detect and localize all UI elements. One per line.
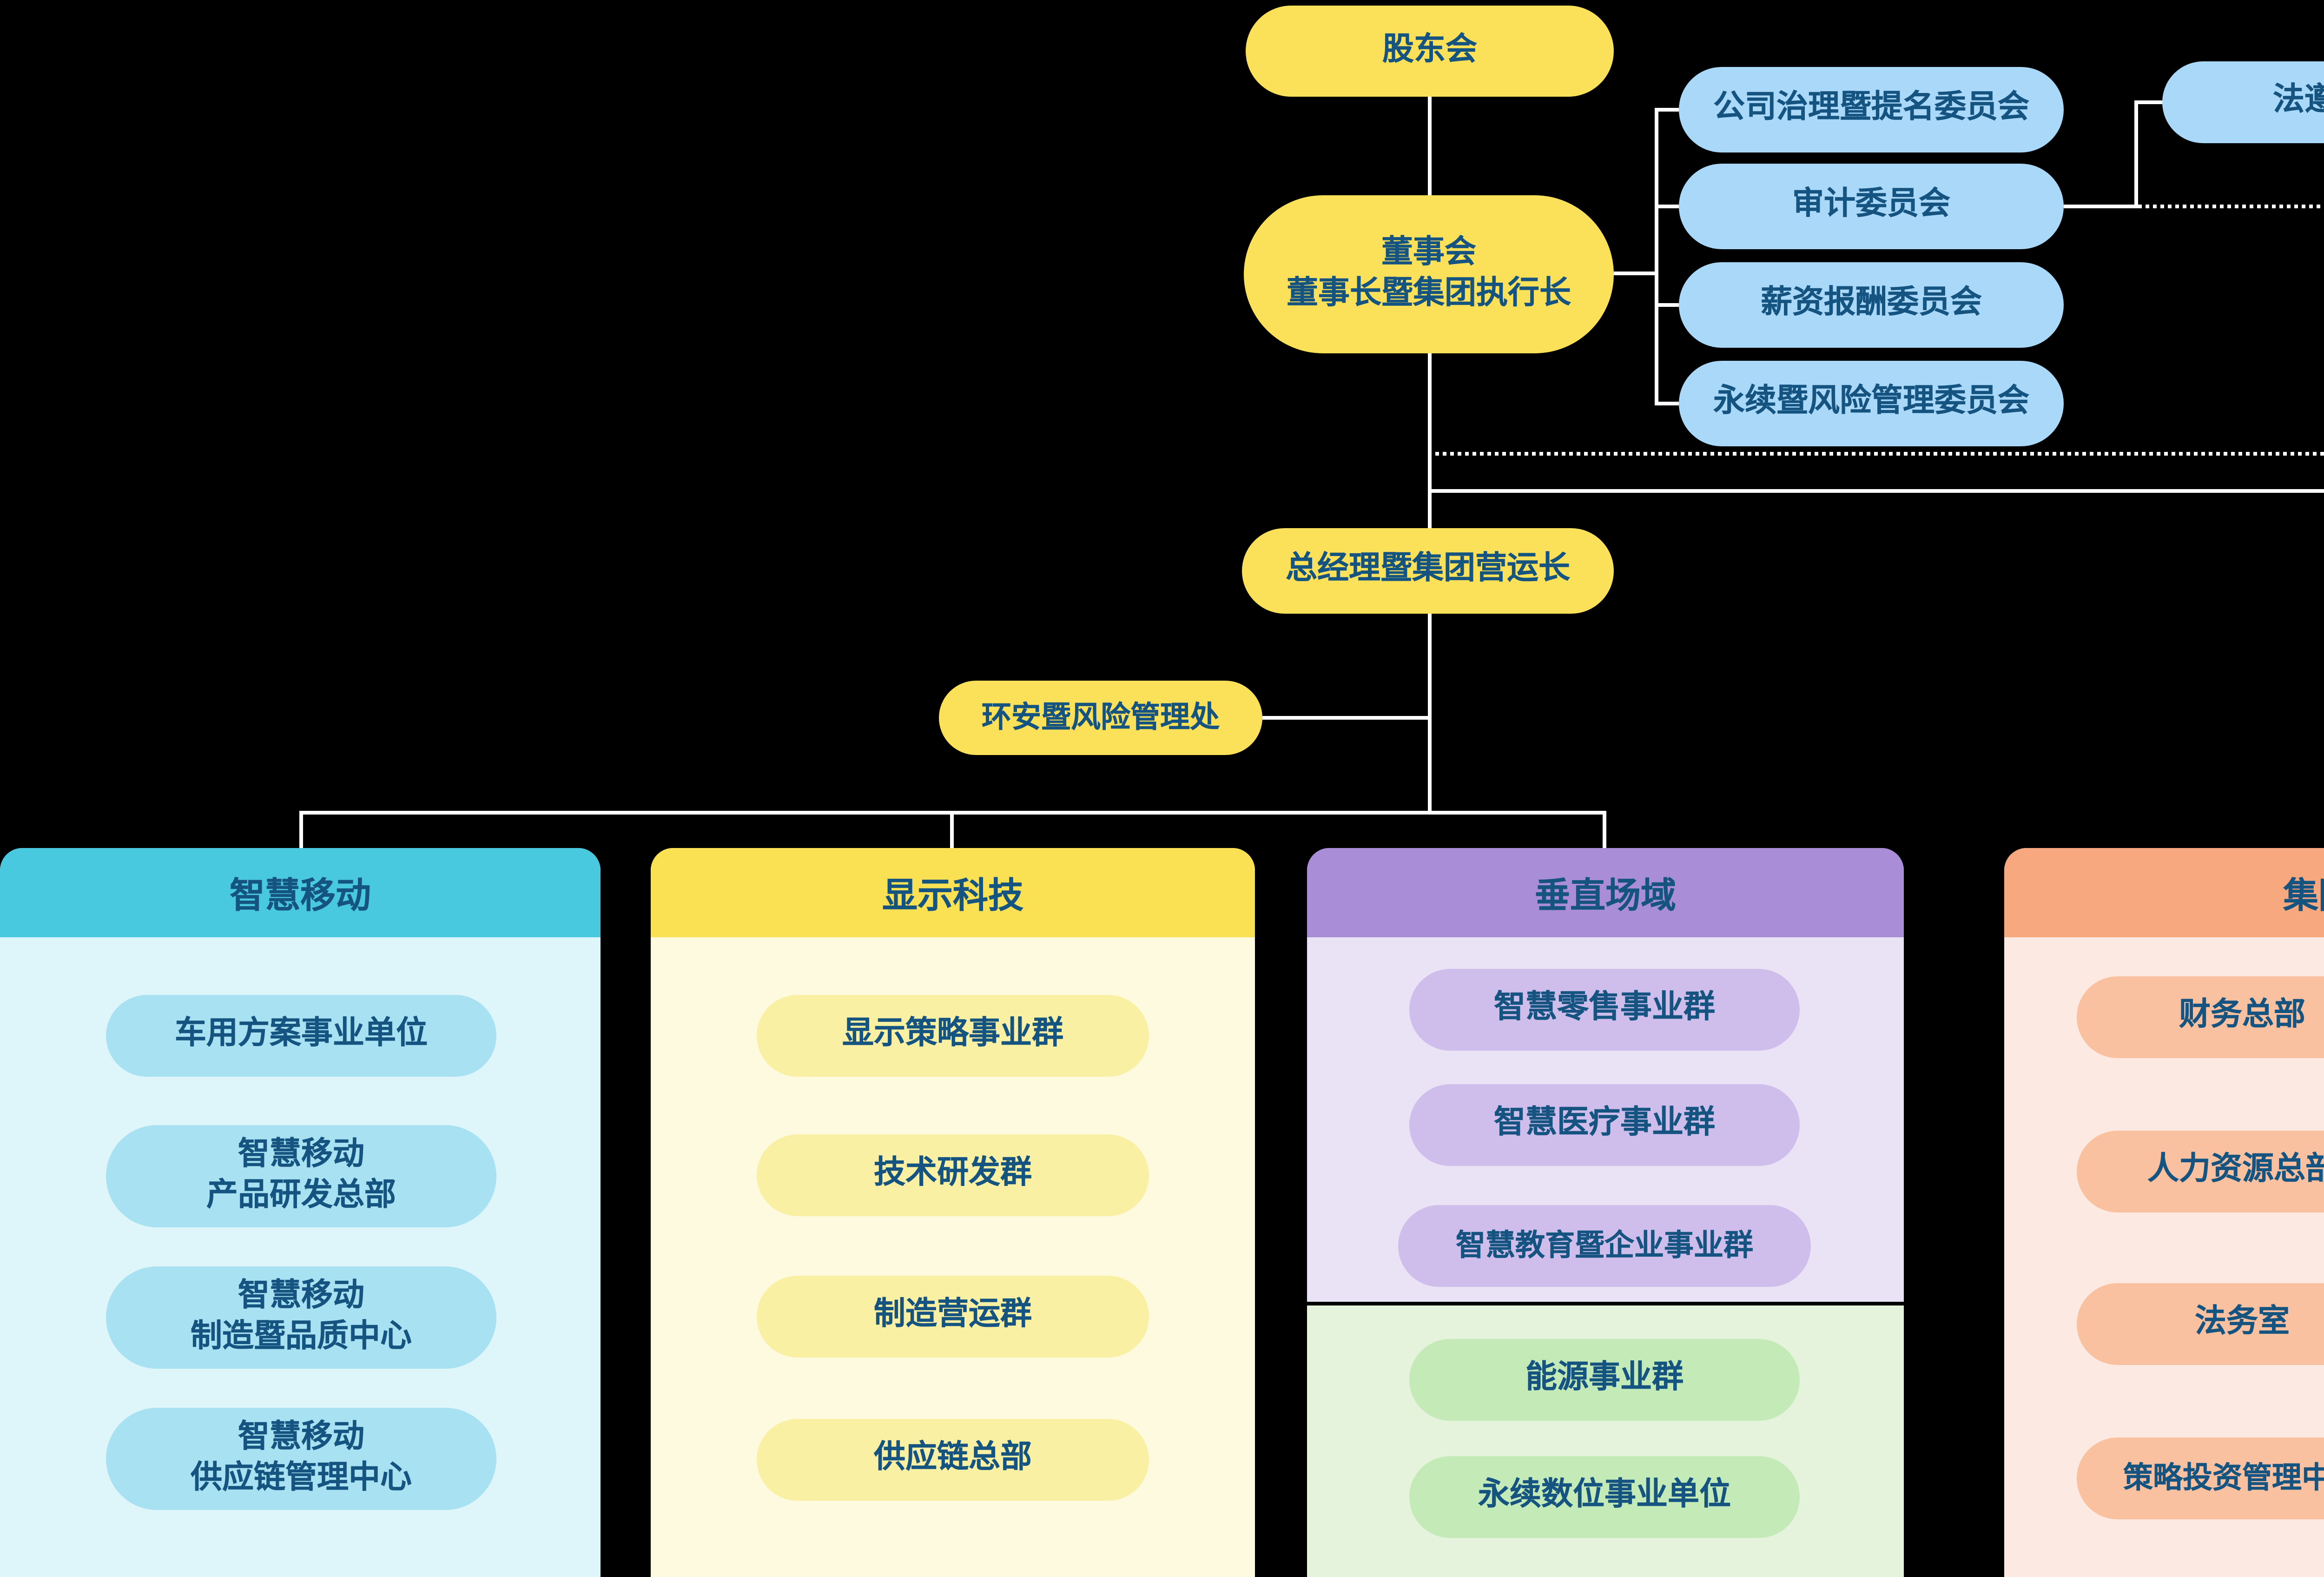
connector-committee-4 (1655, 402, 1679, 405)
unit-node: 人力资源总部 (2077, 1131, 2324, 1213)
unit-node: 策略投资管理中心 (2077, 1438, 2324, 1519)
unit-node: 车用方案事业单位 (106, 995, 496, 1077)
unit-node: 法务室 (2077, 1283, 2324, 1365)
division-smart-mobility: 智慧移动 车用方案事业单位 智慧移动 产品研发总部 智慧移动 制造暨品质中心 智… (0, 848, 601, 1577)
connector-board-bracket (1614, 272, 1658, 275)
dotted-compliance-return (1428, 452, 2324, 456)
division-display-tech-header: 显示科技 (651, 848, 1255, 937)
connector-compliance-stub (2138, 100, 2164, 104)
dotted-audit-right (2138, 205, 2324, 208)
division-smart-mobility-header: 智慧移动 (0, 848, 601, 937)
division-display-tech: 显示科技 显示策略事业群 技术研发群 制造营运群 供应链总部 (651, 848, 1255, 1577)
unit-node: 供应链总部 (757, 1419, 1149, 1501)
unit-node: 技术研发群 (757, 1134, 1149, 1216)
connector-committee-1 (1655, 108, 1679, 112)
unit-node: 财务总部 (2077, 976, 2324, 1058)
unit-node: 智慧移动 制造暨品质中心 (106, 1266, 496, 1369)
connector-drop-vertical (1603, 811, 1606, 848)
unit-node: 制造营运群 (757, 1276, 1149, 1358)
unit-node: 永续数位事业单位 (1409, 1456, 1800, 1538)
unit-node: 智慧移动 供应链管理中心 (106, 1408, 496, 1510)
connector-committee-2 (1655, 205, 1679, 208)
ehs-risk-node: 环安暨风险管理处 (939, 681, 1262, 755)
division-vertical-domains-header: 垂直场域 (1307, 848, 1904, 937)
connector-audit-compliance-h (2064, 205, 2138, 208)
connector-ehs (1262, 716, 1428, 720)
division-vertical-domains: 垂直场域 智慧零售事业群 智慧医疗事业群 智慧教育暨企业事业群 (1307, 848, 1904, 1302)
unit-node: 智慧零售事业群 (1409, 969, 1800, 1051)
connector-drop-display (950, 811, 954, 848)
connector-shareholders-board (1428, 97, 1432, 195)
board-node: 董事会 董事长暨集团执行长 (1244, 195, 1614, 353)
division-group-support-header: 集团营运支援单位 (2004, 848, 2324, 937)
president-node: 总经理暨集团营运长 (1242, 528, 1614, 614)
shareholders-node: 股东会 (1246, 6, 1614, 97)
connector-committee-3 (1655, 303, 1679, 307)
unit-node: 智慧教育暨企业事业群 (1398, 1205, 1811, 1287)
unit-node: 显示策略事业群 (757, 995, 1149, 1077)
committee-compensation-node: 薪资报酬委员会 (1679, 262, 2064, 348)
connector-audit-compliance-v (2134, 100, 2138, 208)
connector-president-distribution (1428, 614, 1432, 813)
committee-governance-node: 公司治理暨提名委员会 (1679, 67, 2064, 152)
connector-drop-mobility (299, 811, 303, 848)
committee-audit-node: 审计委员会 (1679, 164, 2064, 249)
division-group-support: 集团营运支援单位 财务总部 人力资源总部 法务室 策略投资管理中心 数位技术发展… (2004, 848, 2324, 1577)
connector-board-president (1428, 353, 1432, 528)
committee-sustainability-node: 永续暨风险管理委员会 (1679, 361, 2064, 446)
connector-committee-spine (1655, 108, 1658, 405)
compliance-counsel-node: 法遵总顾问 (2162, 61, 2324, 143)
unit-node: 智慧医疗事业群 (1409, 1084, 1800, 1166)
unit-node: 智慧移动 产品研发总部 (106, 1125, 496, 1227)
unit-node: 能源事业群 (1409, 1339, 1800, 1421)
division-vertical-energy-block: 能源事业群 永续数位事业单位 (1307, 1305, 1904, 1577)
connector-support-branch-h (1428, 489, 2324, 493)
